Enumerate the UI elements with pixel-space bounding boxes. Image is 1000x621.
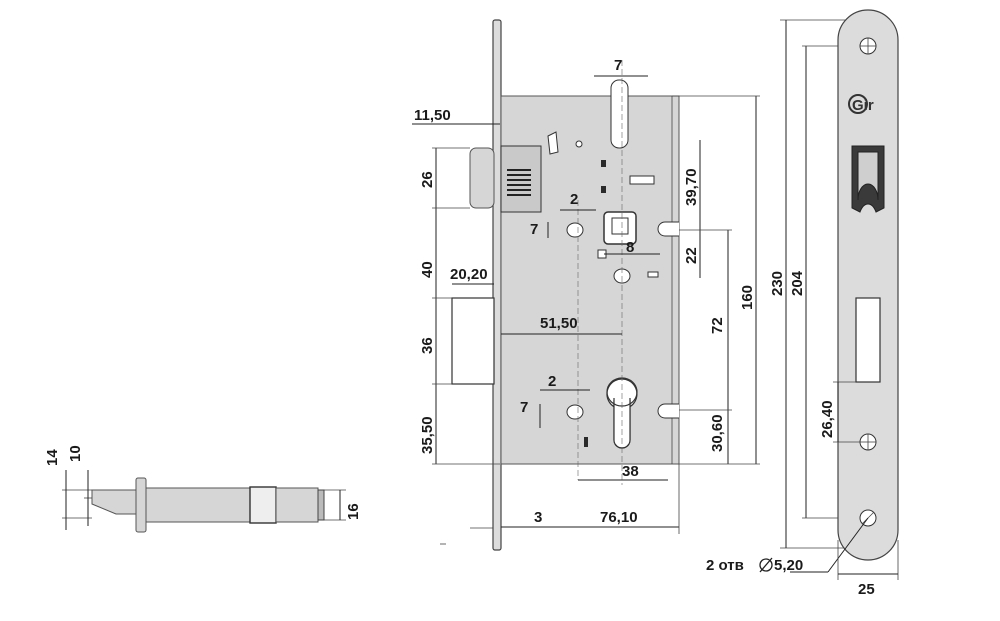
dim-10: 10 xyxy=(67,445,84,462)
brand-text: Gir xyxy=(852,97,874,114)
lock-body xyxy=(500,95,680,465)
screw-hole-upper xyxy=(566,222,584,238)
holes-note: 2 отв xyxy=(706,557,744,574)
hole-diameter: 5,20 xyxy=(774,557,803,574)
edge-slot-upper xyxy=(657,221,679,237)
brand-logo: Gir xyxy=(848,94,874,114)
faceplate-view: Gir 230 204 26,40 2 отв 5,20 25 xyxy=(706,9,899,598)
dim-7-upper: 7 xyxy=(530,221,538,238)
dim-20-20: 20,20 xyxy=(450,266,488,283)
dim-160: 160 xyxy=(739,285,756,310)
latch-bevel xyxy=(91,489,137,515)
latch-side-view: 14 10 16 xyxy=(44,445,362,533)
latch-bolt xyxy=(469,147,495,209)
deadbolt xyxy=(451,297,495,385)
dim-7-top: 7 xyxy=(614,57,622,74)
dim-35-50: 35,50 xyxy=(419,416,436,454)
dim-40: 40 xyxy=(419,261,436,278)
dim-230: 230 xyxy=(769,271,786,296)
dim-204: 204 xyxy=(789,270,806,296)
lever xyxy=(547,131,559,155)
dim-11-50: 11,50 xyxy=(414,107,451,124)
faceplate-edge xyxy=(492,19,502,551)
dim-14: 14 xyxy=(44,449,61,466)
dim-26-40: 26,40 xyxy=(819,400,836,438)
dim-26: 26 xyxy=(419,171,436,188)
dim-3: 3 xyxy=(534,509,542,526)
latch-shaft xyxy=(145,487,255,523)
dim-51-50: 51,50 xyxy=(540,315,578,332)
dim-2-upper: 2 xyxy=(570,191,578,208)
spring xyxy=(507,169,531,196)
dim-30-60: 30,60 xyxy=(709,414,726,452)
dim-25: 25 xyxy=(858,581,875,598)
dim-72: 72 xyxy=(709,317,726,334)
deadbolt-opening xyxy=(855,297,881,383)
faceplate xyxy=(837,9,899,561)
dim-7-lower: 7 xyxy=(520,399,528,416)
latch-tail xyxy=(275,487,319,523)
dim-38: 38 xyxy=(622,463,639,480)
dim-36: 36 xyxy=(419,337,436,354)
follower-square xyxy=(611,217,629,235)
dim-39-70: 39,70 xyxy=(683,168,700,206)
latch-collar xyxy=(135,477,147,533)
screw-hole-lower xyxy=(566,404,584,420)
rivet xyxy=(575,140,583,148)
dim-2-lower: 2 xyxy=(548,373,556,390)
diameter-icon xyxy=(759,557,773,573)
top-slot xyxy=(610,79,629,149)
dim-8: 8 xyxy=(626,239,634,256)
dim-22: 22 xyxy=(683,247,700,264)
dim-76-10: 76,10 xyxy=(600,509,638,526)
lock-front-view: 11,50 26 40 20,20 36 35,50 7 39,70 2 7 8… xyxy=(412,19,760,551)
dim-16: 16 xyxy=(345,503,362,520)
edge-slot-lower xyxy=(657,403,679,419)
latch-end xyxy=(317,489,325,521)
latch-spring-housing xyxy=(249,486,277,524)
